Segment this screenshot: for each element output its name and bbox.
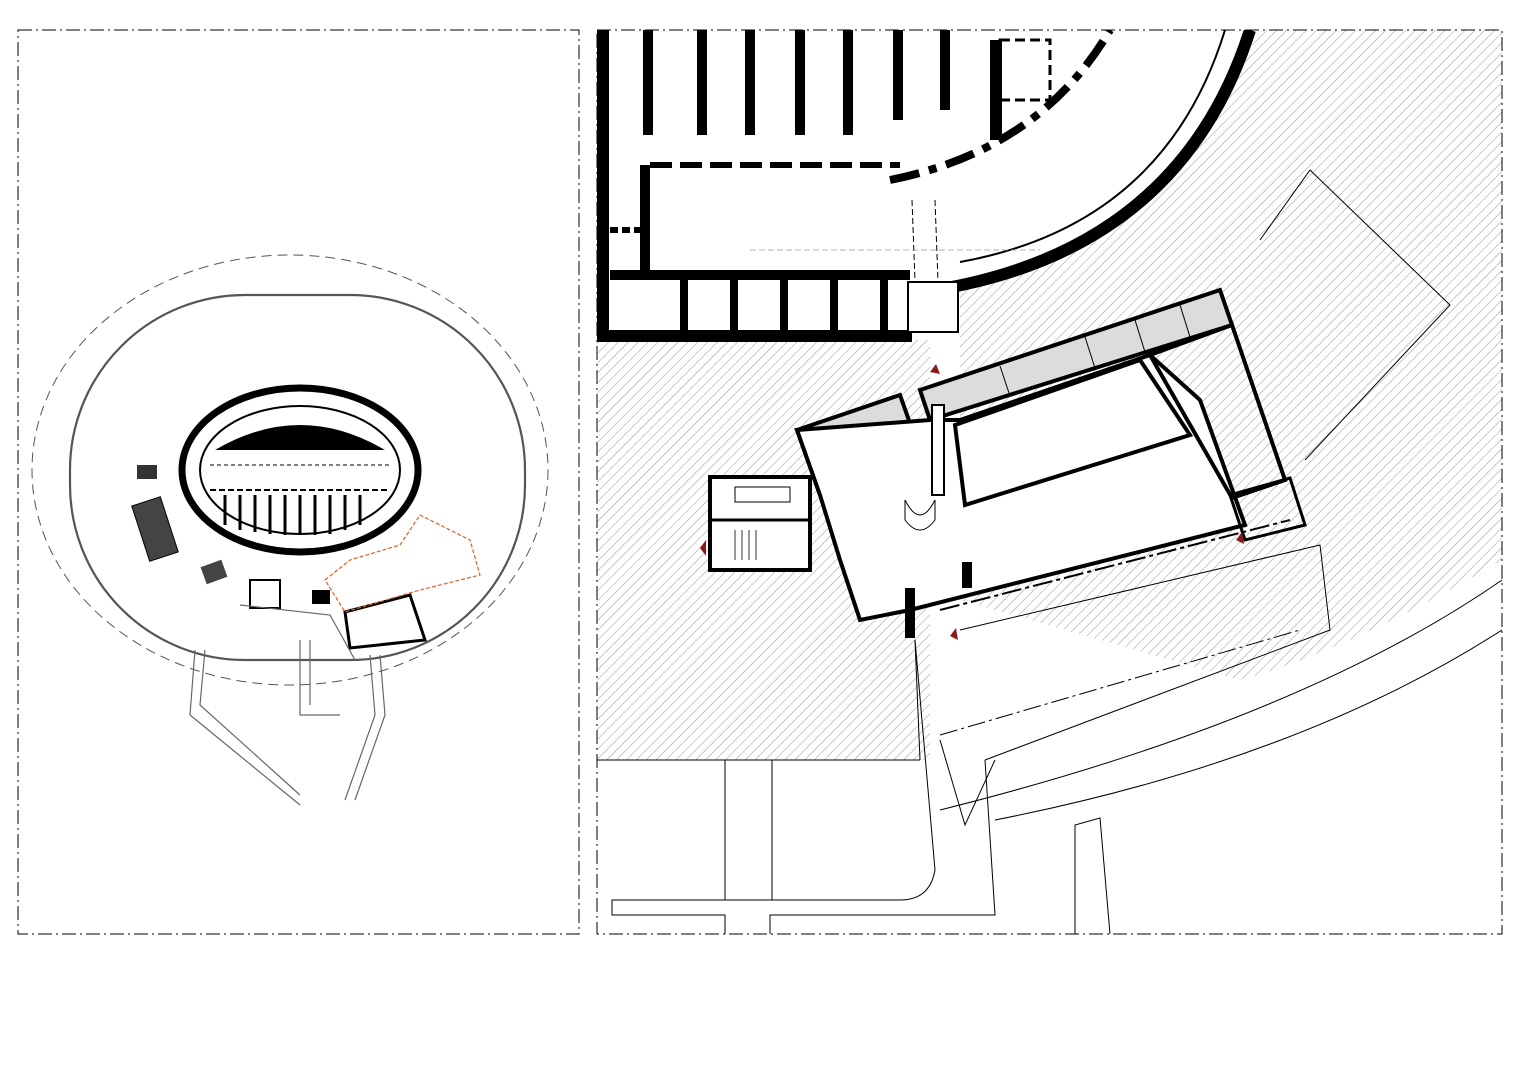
site-track <box>68 293 527 662</box>
detail-plan-panel <box>597 30 1502 934</box>
stadium-interior-walls <box>597 30 1002 342</box>
site-paths <box>189 604 386 806</box>
project-building-outline <box>343 593 428 650</box>
site-plan-panel <box>17 29 580 935</box>
annex-building-5 <box>312 590 330 604</box>
new-building <box>700 287 1307 640</box>
entrance-marker-4 <box>1236 532 1244 544</box>
site-boundary-dashed <box>31 254 549 686</box>
stadium-building <box>178 384 422 556</box>
entrance-marker-2 <box>930 364 940 374</box>
panel-frame-right <box>596 29 1503 935</box>
entrance-pavilion <box>1228 476 1307 542</box>
entrance-marker-3 <box>950 628 958 640</box>
site-lines <box>597 169 1502 934</box>
entrance-marker-1 <box>700 540 706 556</box>
annex-building-4 <box>249 579 281 609</box>
panel-frame-left <box>17 29 580 935</box>
annex-building-3 <box>200 559 228 585</box>
annex-building-2 <box>131 496 179 562</box>
annex-building-1 <box>137 465 157 479</box>
project-highlight <box>324 514 481 613</box>
stadium-outer-wall <box>934 30 1256 296</box>
multipurpose-hall <box>952 357 1194 508</box>
connector-corridor <box>907 281 959 333</box>
meeting-room <box>708 475 812 572</box>
